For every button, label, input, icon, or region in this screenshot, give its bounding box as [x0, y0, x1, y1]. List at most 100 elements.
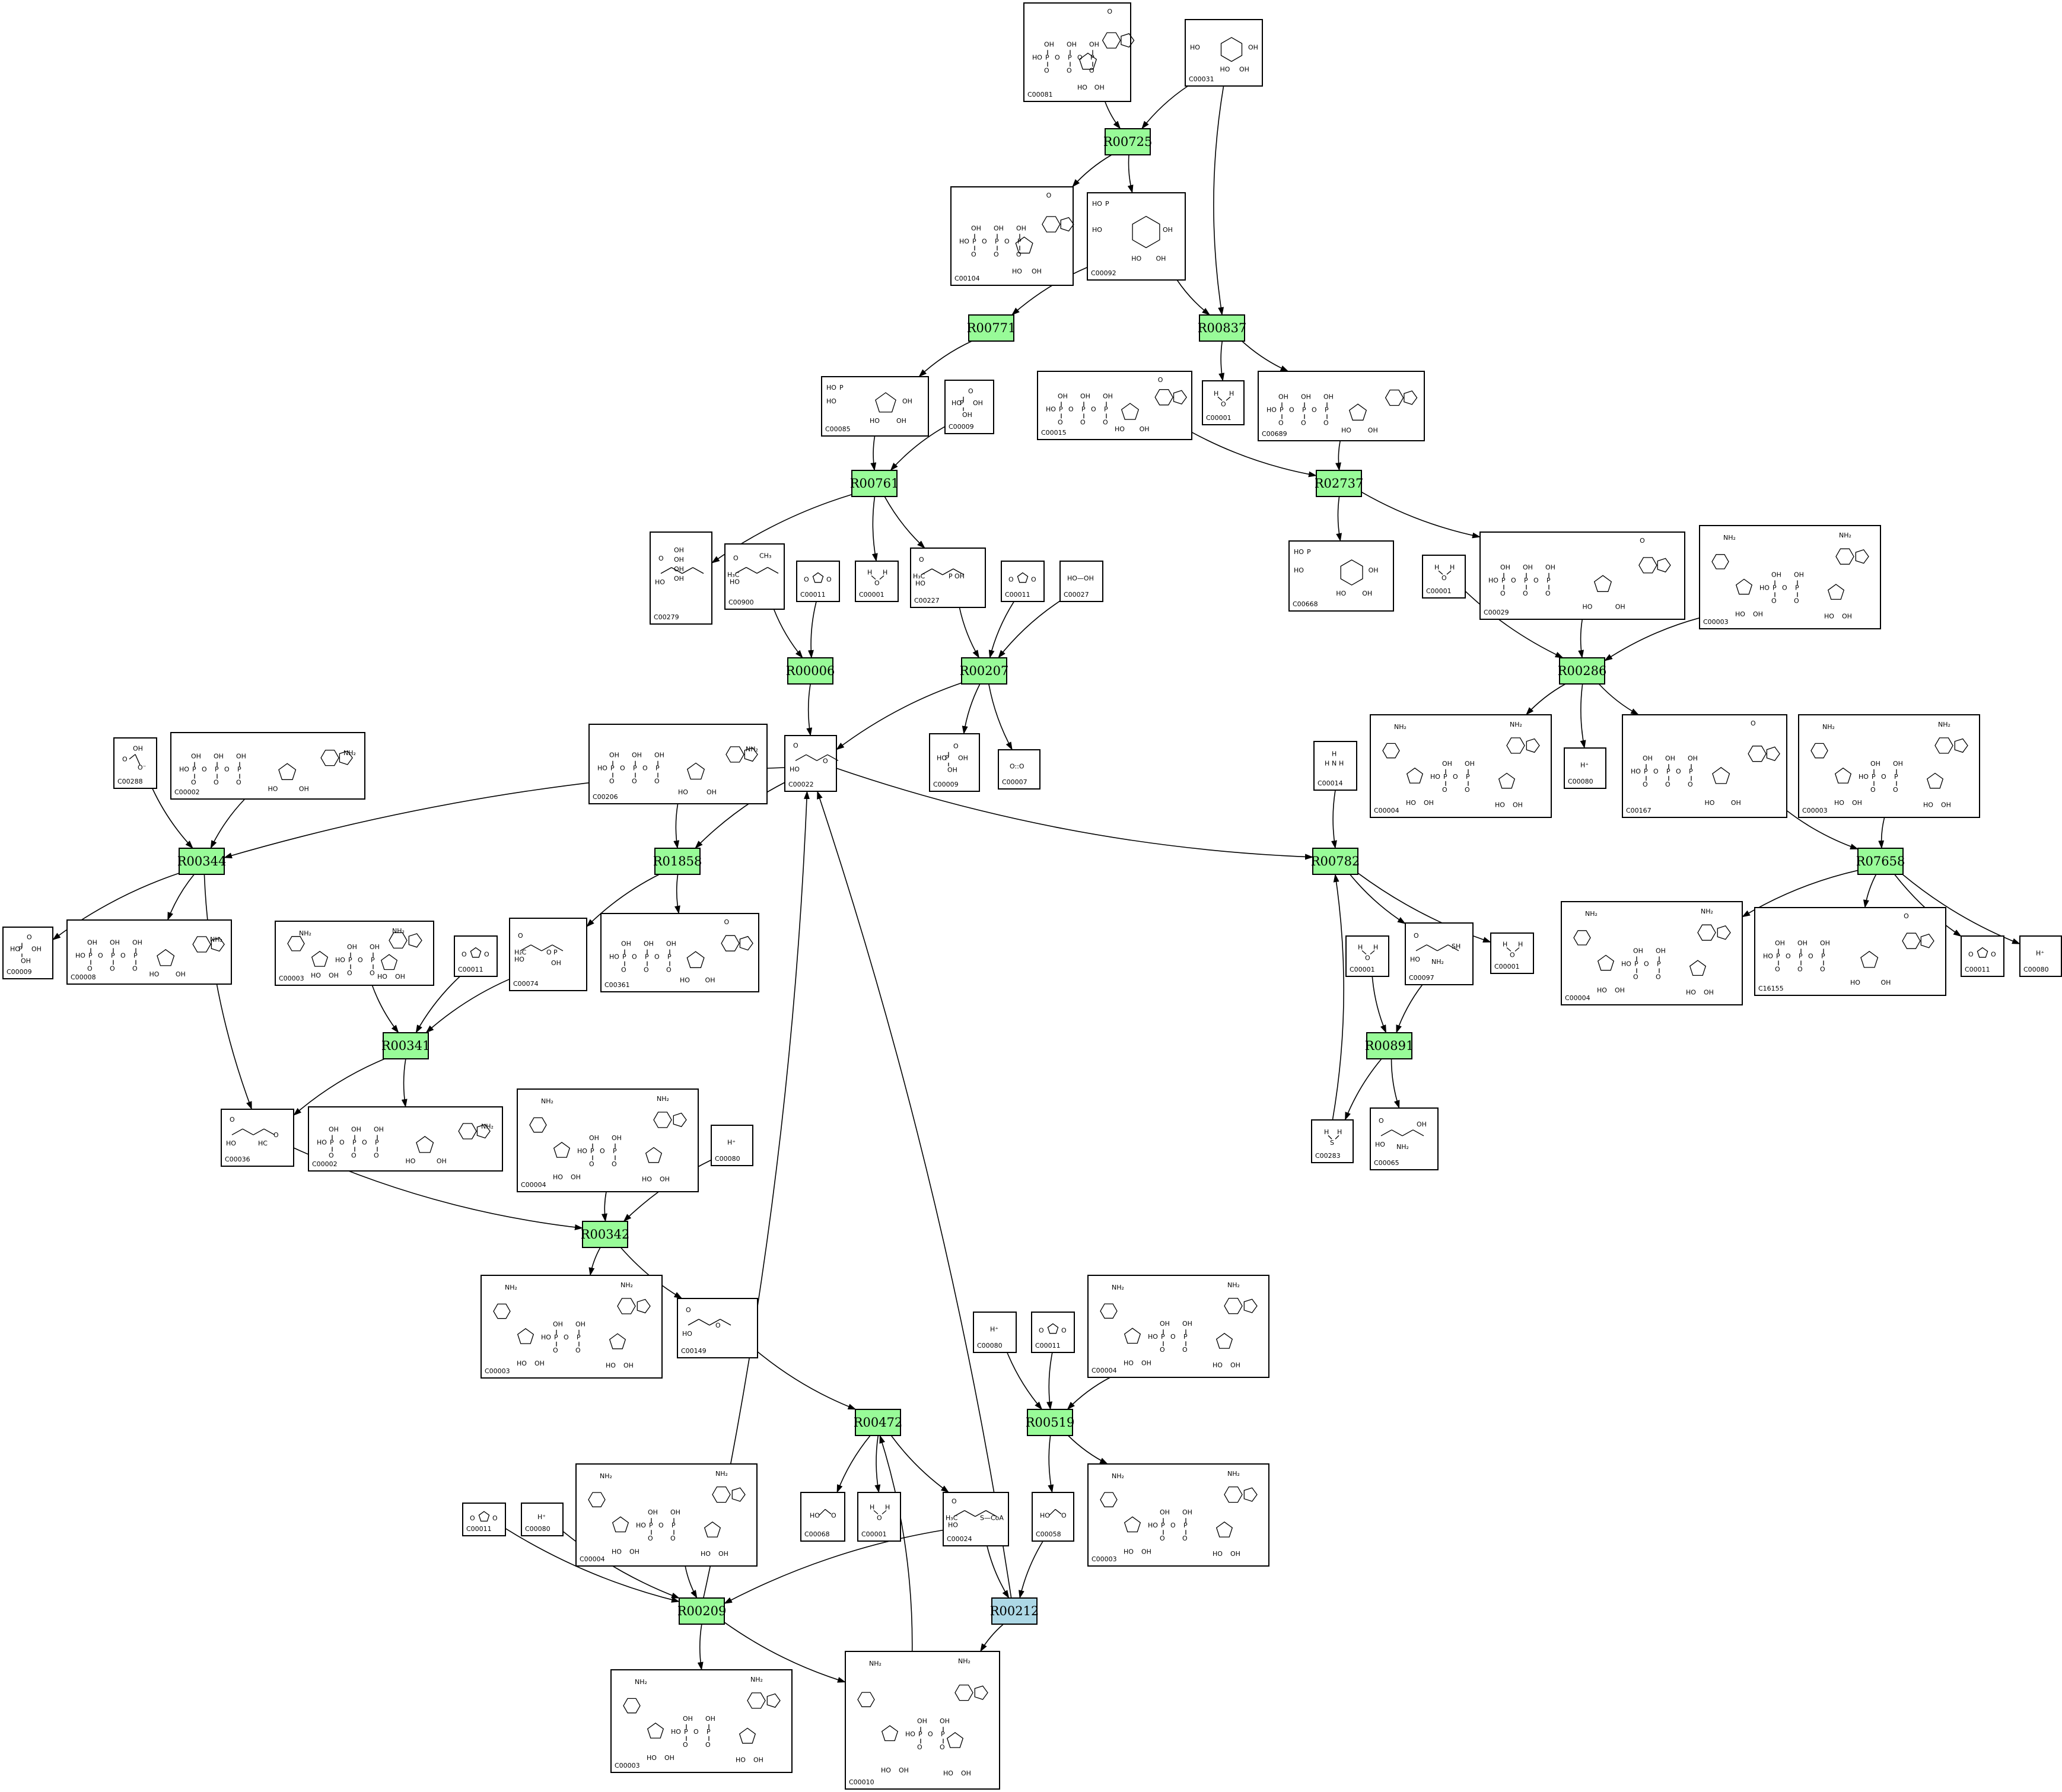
atom-label: HO: [1735, 610, 1745, 618]
reaction-r00837[interactable]: R00837: [1198, 314, 1247, 342]
reaction-r00207[interactable]: R00207: [960, 657, 1009, 685]
compound-c00080-e[interactable]: H⁺C00080: [521, 1503, 564, 1536]
compound-c00080-d[interactable]: H⁺C00080: [973, 1312, 1017, 1353]
reaction-r00771[interactable]: R00771: [967, 314, 1016, 342]
reaction-r00782[interactable]: R00782: [1311, 848, 1360, 875]
reaction-r00519[interactable]: R00519: [1026, 1409, 1075, 1436]
compound-box: [950, 186, 1074, 286]
compound-id-label: C00007: [1002, 778, 1027, 786]
atom-label: O: [374, 1151, 379, 1159]
compound-c00080-c[interactable]: H⁺C00080: [711, 1125, 753, 1166]
bond: [756, 566, 768, 574]
atom-label: O: [1523, 590, 1528, 597]
reaction-r00212[interactable]: R00212: [990, 1597, 1039, 1625]
edge-R00209-to-c00010: [724, 1622, 846, 1683]
compound-c00080-b[interactable]: H⁺C00080: [2019, 935, 2062, 977]
reaction-r00342[interactable]: R00342: [581, 1221, 630, 1248]
reaction-r02737[interactable]: R02737: [1315, 470, 1364, 497]
atom-label: O: [831, 1511, 836, 1519]
atom-label: HO: [75, 951, 85, 959]
compound-c00080-a[interactable]: H⁺C00080: [1564, 747, 1606, 789]
atom-label: H: [870, 1503, 874, 1511]
reaction-r07658[interactable]: R07658: [1856, 848, 1905, 875]
atom-label: H₂C: [514, 948, 527, 956]
reaction-r00725[interactable]: R00725: [1103, 128, 1153, 155]
reaction-r00209[interactable]: R00209: [677, 1597, 727, 1625]
reaction-r00761[interactable]: R00761: [850, 470, 899, 497]
reaction-r00344[interactable]: R00344: [177, 848, 227, 875]
reaction-r01858[interactable]: R01858: [653, 848, 702, 875]
reaction-r00472[interactable]: R00472: [854, 1409, 903, 1436]
atom-label: P: [1081, 405, 1086, 413]
atom-label: OH: [191, 753, 201, 760]
reaction-r00891[interactable]: R00891: [1365, 1032, 1414, 1059]
reaction-r00006[interactable]: R00006: [786, 657, 835, 685]
atom-label: HO: [1092, 200, 1102, 208]
atom-label: O: [612, 1160, 617, 1168]
reaction-r00341[interactable]: R00341: [381, 1032, 431, 1059]
atom-label: OH: [214, 753, 224, 760]
reaction-r00286[interactable]: R00286: [1558, 657, 1607, 685]
